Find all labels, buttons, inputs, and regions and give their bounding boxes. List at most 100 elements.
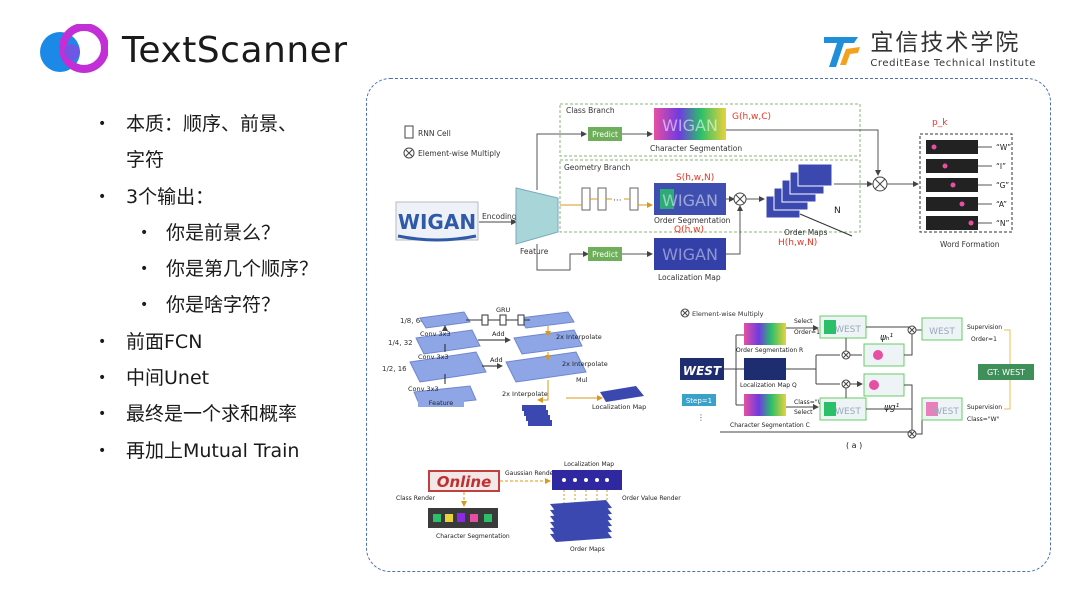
feature-label: Feature [520,247,549,256]
loc-map-image [654,238,726,270]
s-label: S(h,w,N) [676,173,714,183]
header-title-group: TextScanner [38,24,348,76]
mutual-supervision-diagram: Element-wise Multiply WEST Step=1 ⋮ Orde… [680,308,1034,450]
char-output: “N” [996,219,1009,228]
feature-block [515,187,559,245]
sub-bullet-item: •你是前景么？ [140,221,281,244]
n-label: N [834,206,841,216]
char-output: “A” [996,200,1007,209]
legend-rnn-label: RNN Cell [418,129,451,138]
sub-bullet-item: •你是啥字符？ [140,294,281,317]
gru-label: GRU [496,306,511,314]
svg-text:Class Render: Class Render [396,495,436,502]
bullet-item: •3个输出： [98,185,215,208]
geometry-branch-label: Geometry Branch [564,163,630,172]
unet-level-label: 1/4, 32 [388,339,413,347]
svg-text:Element-wise Multiply: Element-wise Multiply [692,310,764,318]
svg-text:Order Segmentation R: Order Segmentation R [736,347,803,354]
psi-h-image [863,343,905,367]
svg-text:Select: Select [794,409,813,416]
svg-text:Step=1: Step=1 [686,397,712,405]
bullet-item: •中间Unet [98,367,210,390]
svg-text:WEST: WEST [929,327,955,337]
brand-name-en: CreditEase Technical Institute [870,58,1036,69]
char-seg-image [654,108,726,140]
class-branch-label: Class Branch [566,106,615,115]
svg-text:Class="W": Class="W" [794,399,827,406]
input-word: WIGAN [398,210,476,234]
unet-level-label: 1/8, 64 [400,317,425,325]
order-seg-label: Order Segmentation [654,216,731,225]
svg-text:Gaussian Render: Gaussian Render [505,470,556,477]
svg-text:WEST: WEST [683,364,722,378]
render-diagram: Online Gaussian Render Localization Map … [396,461,681,553]
class-predict-box [588,127,622,141]
word-formation-rows [926,140,992,230]
g-label: G(h,w,C) [732,112,771,122]
render-order-maps-stack [550,490,612,542]
gt-west-label: GT: WEST [987,368,1025,377]
sub-bullet-item: •你是第几个顺序？ [140,258,319,281]
west-input-image [680,358,724,380]
unet-diagram: 1/8, 64 1/4, 32 1/2, 16 Conv 3x3 Conv 3x… [382,306,646,426]
input-image [395,201,479,241]
creditease-logo-icon [824,36,861,67]
class-predict-label: Predict [592,130,618,139]
svg-text:WIGAN: WIGAN [662,191,718,210]
gt-west-box [978,364,1034,380]
svg-text:Order Value Render: Order Value Render [622,495,681,502]
online-word: Online [437,473,492,491]
order-maps-label: Order Maps [784,228,828,237]
svg-text:Localization Map Q: Localization Map Q [740,382,797,389]
q-label: Q(h,w) [674,225,704,235]
unet-level-label: 1/2, 16 [382,365,407,373]
loc-predict-label: Predict [592,250,618,259]
svg-text:···: ··· [613,196,622,206]
svg-text:Order=1: Order=1 [794,329,820,336]
svg-text:WIGAN: WIGAN [662,245,718,264]
svg-text:WEST: WEST [835,325,861,335]
svg-text:Mul: Mul [576,376,588,384]
svg-text:Feature: Feature [429,399,454,407]
svg-text:Character Segmentation C: Character Segmentation C [730,422,810,429]
pk-label: p_k [932,118,948,128]
svg-text:Add: Add [490,356,503,364]
bullet-item: •再加上Mutual Train [98,439,300,462]
supervision-order-image [921,317,963,341]
bullet-item: •前面FCN [98,330,203,353]
h-label: H(h,w,N) [778,238,817,248]
svg-text:Supervision: Supervision [967,404,1002,411]
svg-text:Localization Map: Localization Map [564,461,614,468]
svg-text:Order=1: Order=1 [971,336,997,343]
word-formation-label: Word Formation [940,240,1000,249]
svg-text:2x Interpolate: 2x Interpolate [502,390,548,398]
bullet-item-continuation: 字符 [126,149,165,172]
svg-text:Conv 3x3: Conv 3x3 [420,330,451,338]
bullet-item: •本质：顺序、前景、 [98,113,298,135]
loc-map-q-image [744,358,786,380]
svg-text:Character Segmentation: Character Segmentation [436,533,510,540]
page-title: TextScanner [122,29,348,71]
svg-text:⋮: ⋮ [697,413,705,422]
char-seg-label: Character Segmentation [650,144,742,153]
char-output: “W” [996,143,1011,152]
svg-text:2x Interpolate: 2x Interpolate [556,333,602,341]
unet-output-stack [522,405,552,426]
loc-predict-box [588,247,622,261]
svg-text:WEST: WEST [933,407,959,417]
svg-text:Class="W": Class="W" [967,416,1000,423]
encoding-label: Encoding [482,212,517,221]
svg-text:WIGAN: WIGAN [662,116,718,135]
gaussian-dots [562,478,609,482]
rnn-chain: ··· [575,187,653,211]
step-box [682,394,716,406]
svg-text:2x Interpolate: 2x Interpolate [562,360,608,368]
rnn-cell-legend-icon [404,125,414,139]
svg-text:Conv 3x3: Conv 3x3 [408,385,439,393]
mutual-caption: ( a ) [846,441,862,450]
bullet-item: •最终是一个求和概率 [98,403,298,426]
svg-text:Add: Add [492,330,505,338]
svg-text:Order Maps: Order Maps [570,546,605,553]
bullet-list: •本质：顺序、前景、 字符 •3个输出： •你是前景么？ •你是第几个顺序？ •… [98,106,318,469]
